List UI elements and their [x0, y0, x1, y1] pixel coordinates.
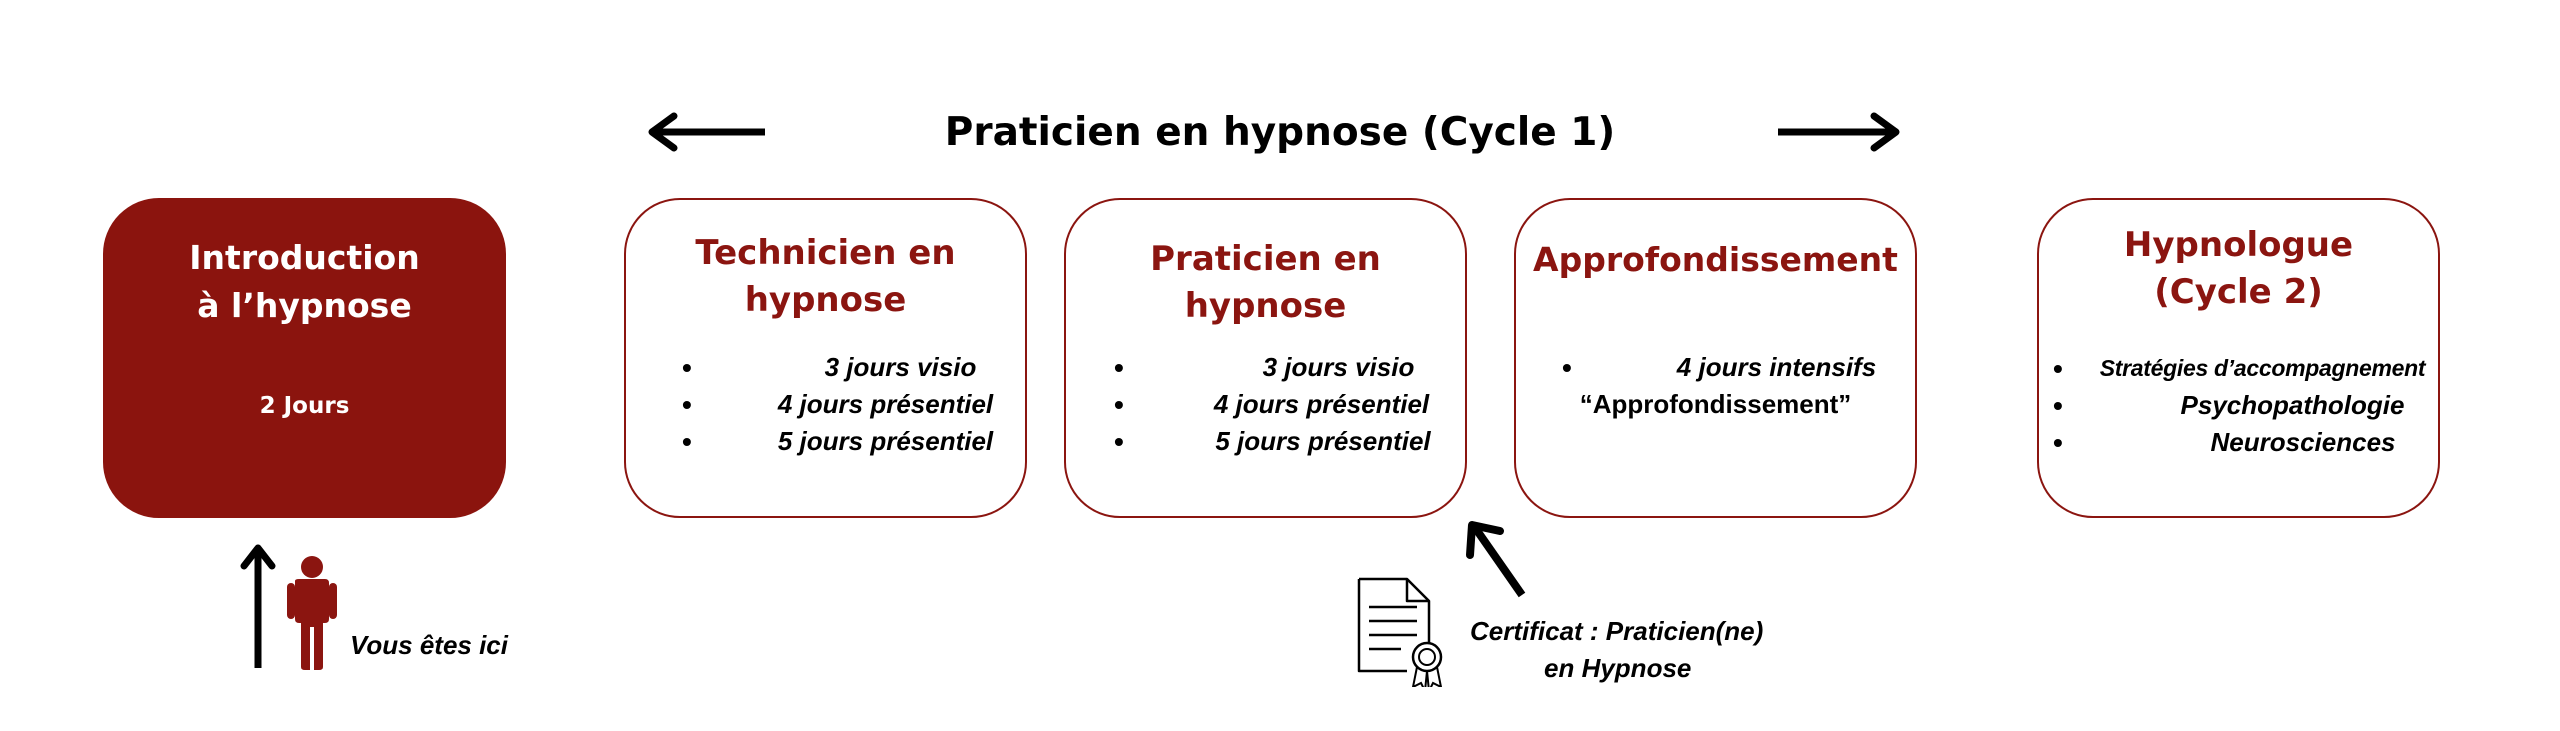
list-item: • 4 jours présentiel [1066, 386, 1465, 423]
approfondissement-card-list: • 4 jours intensifs “Approfondissement” [1516, 349, 1915, 423]
bullet-icon: • [682, 426, 692, 457]
bullet-icon: • [2053, 353, 2063, 384]
technicien-card: Technicien en hypnose • 3 jours visio • … [624, 198, 1027, 518]
approfondissement-card-title: Approfondissement [1533, 240, 1898, 279]
bullet-icon: • [1114, 352, 1124, 383]
intro-card: Introduction à l’hypnose 2 Jours [103, 198, 506, 518]
certificate-icon [1357, 577, 1443, 687]
arrow-left-icon [648, 112, 765, 152]
intro-card-title: Introduction à l’hypnose [189, 238, 420, 325]
bullet-icon: • [2053, 427, 2063, 458]
list-item: • 3 jours visio [626, 349, 1025, 386]
bullet-icon: • [682, 352, 692, 383]
hypnologue-card-title: Hypnologue (Cycle 2) [2123, 225, 2354, 312]
list-item-continuation: “Approfondissement” [1579, 389, 1852, 419]
list-item: • 3 jours visio [1066, 349, 1465, 386]
praticien-card-title: Praticien en hypnose [1150, 239, 1381, 326]
approfondissement-card: Approfondissement • 4 jours intensifs “A… [1514, 198, 1917, 518]
bullet-icon: • [1114, 426, 1124, 457]
page-title: Praticien en hypnose (Cycle 1) [944, 110, 1616, 155]
intro-card-duration: 2 Jours [259, 393, 350, 419]
hypnologue-card: Hypnologue (Cycle 2) • Stratégies d’acco… [2037, 198, 2440, 518]
bullet-icon: • [1562, 352, 1572, 383]
technicien-card-title: Technicien en hypnose [695, 233, 956, 320]
list-item: • 4 jours présentiel [626, 386, 1025, 423]
praticien-card: Praticien en hypnose • 3 jours visio • 4… [1064, 198, 1467, 518]
certificate-label-line2: en Hypnose [1544, 653, 1692, 683]
list-item: • 5 jours présentiel [1066, 423, 1465, 460]
bullet-icon: • [682, 389, 692, 420]
list-item: • 4 jours intensifs [1516, 349, 1915, 386]
praticien-card-list: • 3 jours visio • 4 jours présentiel • 5… [1066, 349, 1465, 460]
list-item: • Stratégies d’accompagnement [2039, 350, 2438, 387]
technicien-card-list: • 3 jours visio • 4 jours présentiel • 5… [626, 349, 1025, 460]
list-item: • 5 jours présentiel [626, 423, 1025, 460]
person-icon [287, 556, 337, 670]
arrow-up-icon [240, 544, 276, 668]
certificate-label-line1: Certificat : Praticien(ne) [1470, 616, 1764, 646]
you-are-here-label: Vous êtes ici [350, 630, 508, 660]
arrow-right-icon [1778, 112, 1900, 152]
bullet-icon: • [2053, 390, 2063, 421]
hypnologue-card-list: • Stratégies d’accompagnement • Psychopa… [2039, 350, 2438, 461]
bullet-icon: • [1114, 389, 1124, 420]
list-item: • Neurosciences [2039, 424, 2438, 461]
arrow-diagonal-icon [1466, 521, 1526, 598]
list-item: • Psychopathologie [2039, 387, 2438, 424]
